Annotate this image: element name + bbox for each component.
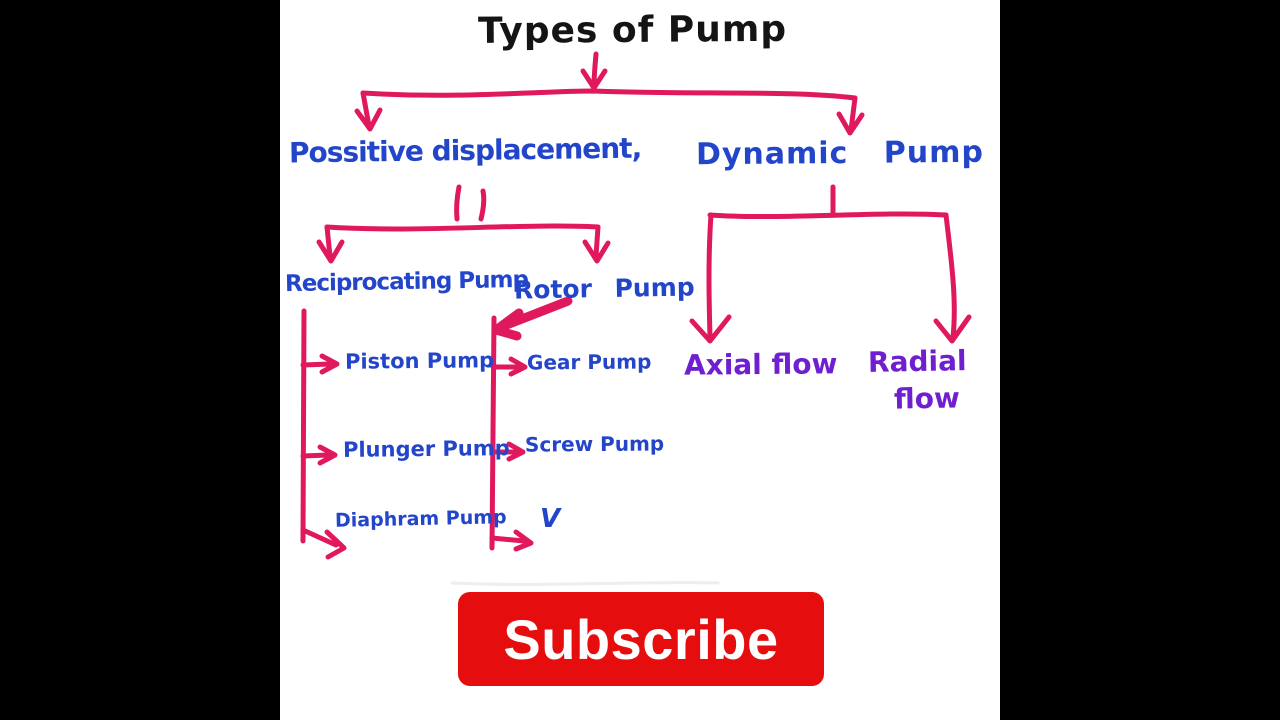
node-gear-pump: Gear Pump <box>526 349 652 375</box>
node-radial-flow-line2: flow <box>893 381 961 416</box>
subscribe-button-label: Subscribe <box>503 607 779 671</box>
node-rotor-pump: Rotor Pump <box>513 272 695 305</box>
node-piston-pump: Piston Pump <box>344 348 495 374</box>
node-reciprocating-pump: Reciprocating Pump <box>284 266 529 298</box>
diagram-title: Types of Pump <box>477 8 788 52</box>
subscribe-button[interactable]: Subscribe <box>458 592 824 686</box>
node-dynamic-pump: Dynamic Pump <box>695 134 985 173</box>
node-positive-displacement: Possitive displacement, <box>288 131 642 170</box>
node-diaphram-pump: Diaphram Pump <box>334 506 507 532</box>
node-vane-pump-partial: V <box>540 504 561 534</box>
node-radial-flow-line1: Radial <box>867 344 967 379</box>
node-plunger-pump: Plunger Pump <box>342 436 510 462</box>
node-screw-pump: Screw Pump <box>524 431 665 457</box>
node-axial-flow: Axial flow <box>683 347 838 382</box>
